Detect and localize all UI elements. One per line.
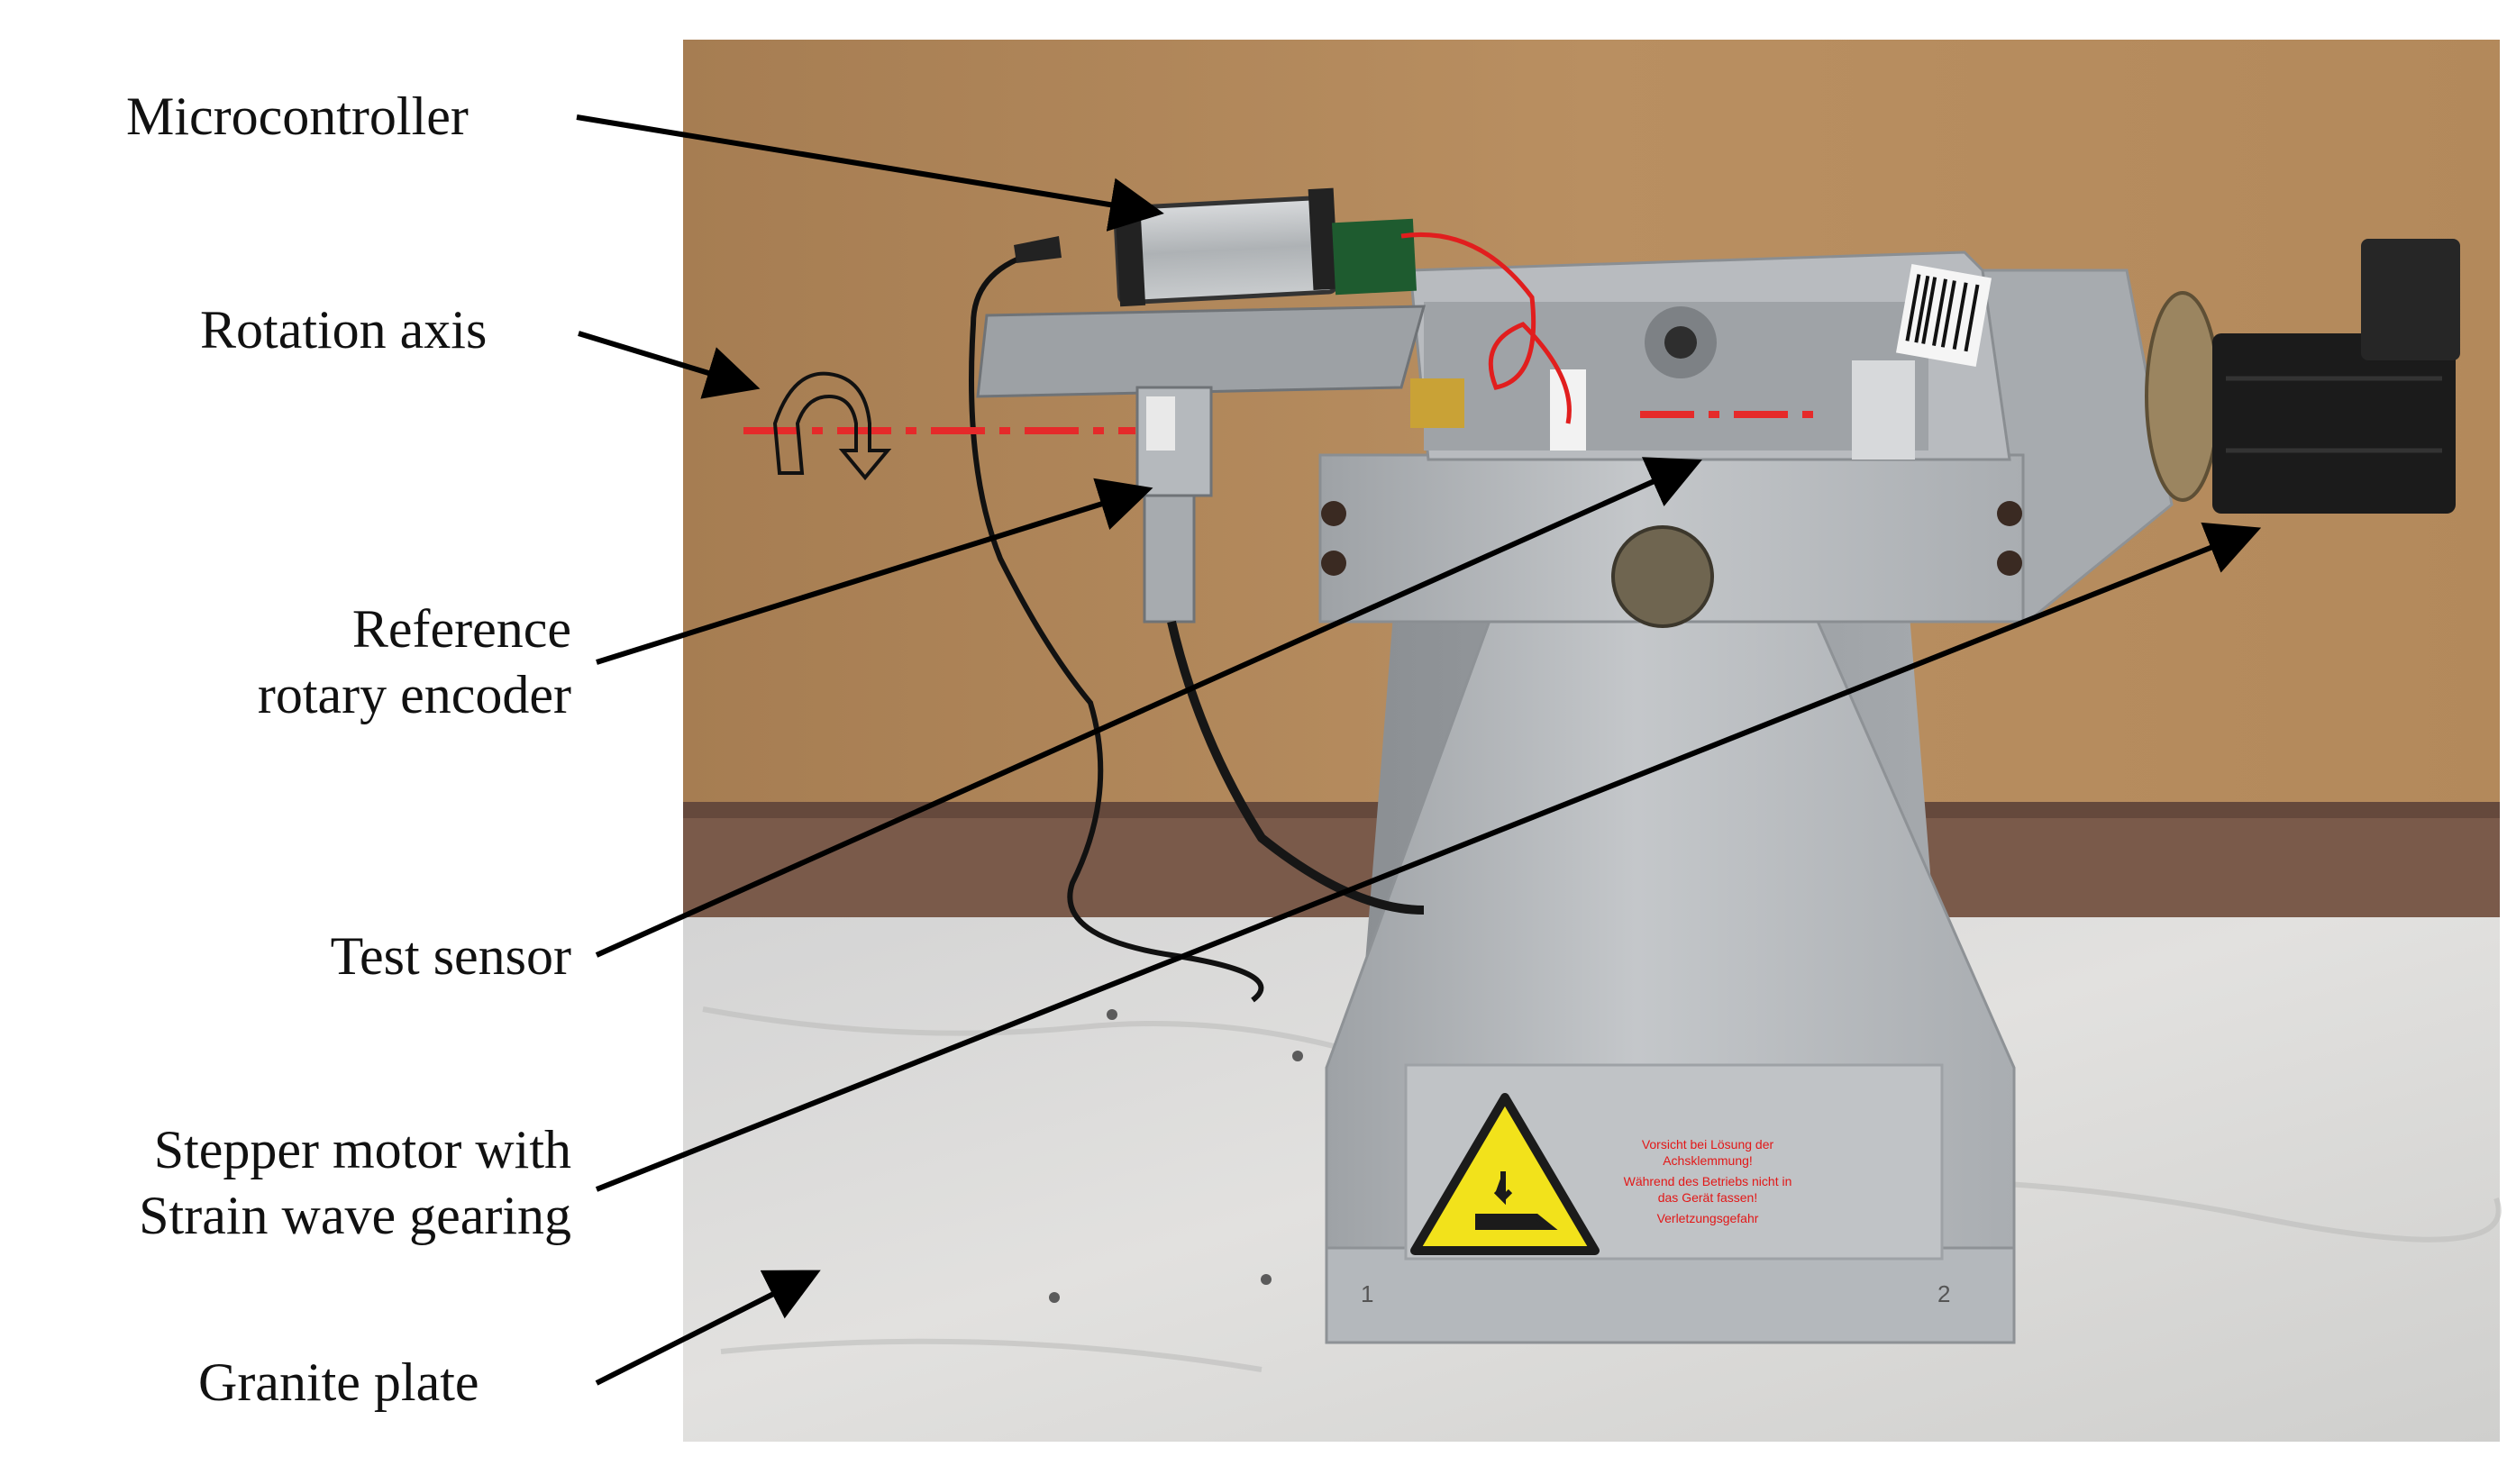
label-microcontroller: Microcontroller: [126, 86, 469, 146]
label-test-sensor: Test sensor: [330, 926, 571, 986]
encoder-label: [1146, 396, 1175, 451]
mounting-plate: [976, 305, 1426, 398]
base-mark-2: 2: [1937, 1280, 1950, 1307]
label-reference-encoder: Reference rotary encoder: [258, 596, 571, 728]
counterweight-disk: [1611, 525, 1714, 628]
warning-line-2: Während des Betriebs nicht in das Gerät …: [1623, 1174, 1792, 1205]
pedestal-base-plate: [1325, 1246, 2016, 1344]
label-stepper-line1: Stepper motor with: [153, 1120, 571, 1179]
label-granite-plate: Granite plate: [198, 1352, 479, 1412]
pcb-board: [1331, 218, 1418, 296]
label-rotation-axis: Rotation axis: [200, 300, 488, 360]
granite-hole: [1049, 1292, 1060, 1303]
arrow-test-sensor: [595, 457, 1702, 958]
label-stepper-motor: Stepper motor with Strain wave gearing: [139, 1117, 571, 1249]
arrow-granite-plate: [595, 1270, 821, 1386]
stepper-motor-cap: [2361, 239, 2460, 360]
arrow-stepper-motor: [595, 522, 2262, 1192]
warning-line-1: Vorsicht bei Lösung der Achsklemmung!: [1641, 1137, 1774, 1168]
granite-hole: [1107, 1009, 1117, 1020]
end-block: [1852, 360, 1915, 460]
granite-hole: [1292, 1051, 1303, 1061]
red-wires: [1400, 232, 1572, 424]
label-reference-encoder-line1: Reference: [351, 599, 571, 659]
label-stepper-line2: Strain wave gearing: [139, 1186, 571, 1246]
arrow-rotation-axis: [578, 331, 761, 399]
usb-cable: [969, 245, 1264, 1003]
rotation-arrow-icon: [772, 371, 892, 481]
warning-line-3: Verletzungsgefahr: [1656, 1211, 1759, 1225]
gear-flange: [2145, 291, 2220, 502]
microcontroller-endcap-right: [1308, 187, 1339, 290]
warning-sign-text: Vorsicht bei Lösung der Achsklemmung! Wä…: [1618, 1137, 1798, 1233]
encoder-connector: [1143, 494, 1196, 624]
hand-crush-icon: [1475, 1171, 1558, 1230]
label-reference-encoder-line2: rotary encoder: [257, 665, 571, 725]
usb-plug: [1014, 236, 1062, 263]
microcontroller-endcap-left: [1115, 204, 1146, 307]
barcode-bars: [1905, 274, 1980, 352]
center-bore: [1664, 326, 1697, 359]
arrow-reference-encoder: [596, 478, 1153, 665]
brass-block: [1410, 378, 1464, 428]
granite-hole: [1261, 1274, 1272, 1285]
screw-holes: [1321, 501, 2022, 576]
base-mark-1: 1: [1361, 1280, 1373, 1307]
arrow-microcontroller: [576, 114, 1164, 232]
